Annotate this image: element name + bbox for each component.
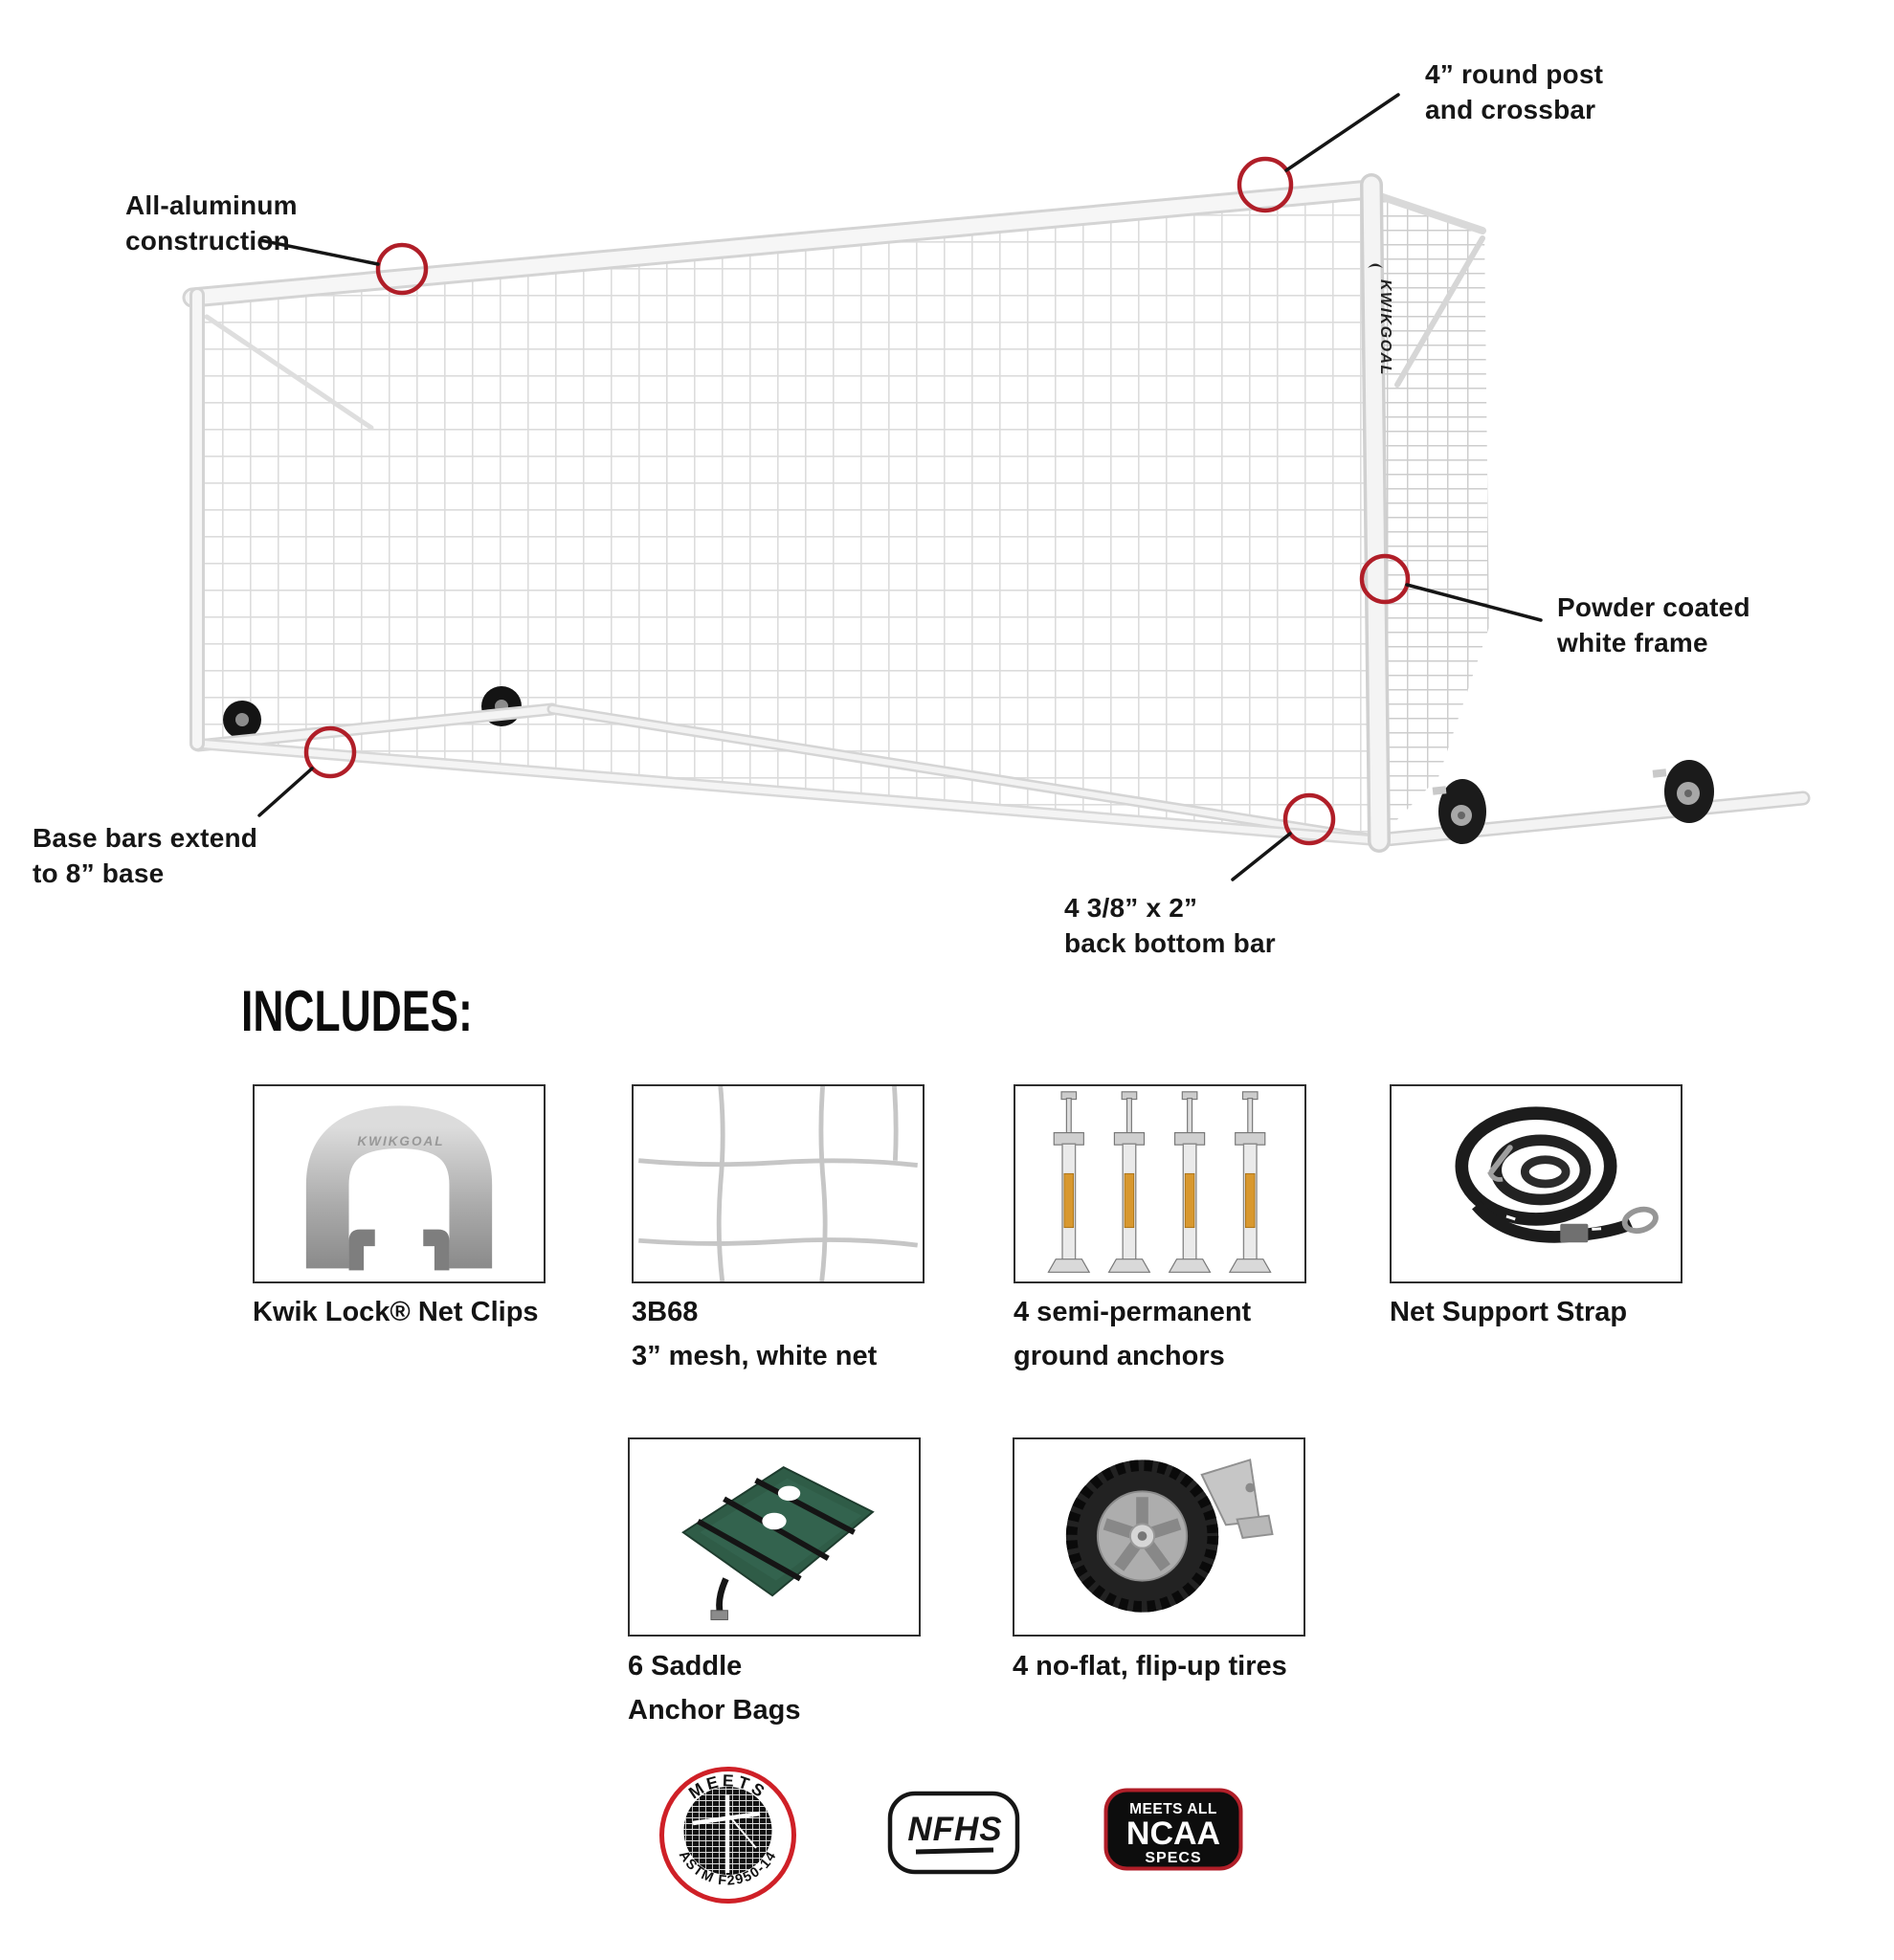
mini-goal-graphic bbox=[692, 1794, 761, 1873]
astm-badge: MEETS ASTM F2950-14 bbox=[658, 1766, 797, 1904]
goal-diagram: KWIKGOAL bbox=[182, 93, 1811, 881]
item-box-net-support-strap bbox=[1390, 1084, 1682, 1283]
left-side-base-bar bbox=[191, 702, 559, 752]
callout-label-round-post: 4” round post and crossbar bbox=[1425, 59, 1604, 124]
caption-flip-up-tires: 4 no-flat, flip-up tires bbox=[1013, 1651, 1287, 1682]
caption-saddle-anchor-bags: 6 Saddle Anchor Bags bbox=[628, 1651, 801, 1726]
item-box-flip-up-tires bbox=[1013, 1437, 1305, 1637]
ncaa-badge-line2: NCAA bbox=[1126, 1815, 1220, 1852]
callout-label-powder-coated: Powder coated white frame bbox=[1557, 592, 1750, 657]
back-bottom-bar bbox=[546, 703, 1380, 845]
callout-label-back-bottom-bar: 4 3/8” x 2” back bottom bar bbox=[1064, 893, 1276, 958]
callout-line-basebar bbox=[257, 767, 314, 817]
net-support-strap-icon bbox=[1455, 1106, 1659, 1243]
callout-circle-powder bbox=[1359, 553, 1411, 605]
flip-up-tire bbox=[1652, 760, 1714, 823]
callout-circle-basebar bbox=[303, 725, 357, 779]
callout-line-aluminum bbox=[258, 238, 380, 266]
item-box-ground-anchors bbox=[1014, 1084, 1306, 1283]
right-post bbox=[1360, 173, 1391, 853]
flip-up-tire-icon bbox=[1065, 1459, 1274, 1613]
goal-side-net bbox=[1371, 190, 1489, 839]
callout-line-backbar bbox=[1231, 832, 1292, 881]
caption-net: 3B68 3” mesh, white net bbox=[632, 1297, 878, 1372]
flip-up-tire bbox=[1432, 779, 1486, 844]
callout-line-post bbox=[1284, 93, 1400, 172]
nfhs-badge: NFHS bbox=[887, 1791, 1020, 1875]
net-mesh-icon bbox=[638, 1086, 919, 1281]
back-diagonal-strut bbox=[1394, 235, 1485, 388]
callout-circle-aluminum bbox=[375, 242, 429, 296]
clip-brand-text: KWIKGOAL bbox=[357, 1134, 444, 1148]
saddle-anchor-bags-icon bbox=[681, 1466, 875, 1620]
includes-heading: INCLUDES: bbox=[241, 979, 473, 1043]
front-bottom-bar bbox=[192, 738, 1381, 846]
kwikgoal-logo: KWIKGOAL bbox=[1368, 263, 1393, 376]
item-box-net bbox=[632, 1084, 925, 1283]
caption-net-support-strap: Net Support Strap bbox=[1390, 1297, 1628, 1327]
caption-net-clips: Kwik Lock® Net Clips bbox=[253, 1297, 539, 1327]
crossbar bbox=[182, 179, 1380, 308]
goal-front-net bbox=[198, 190, 1376, 839]
stowed-flip-up-wheel bbox=[223, 701, 261, 739]
ground-anchors-icon bbox=[1047, 1091, 1272, 1273]
corner-gusset bbox=[204, 314, 374, 431]
ncaa-badge-line3: SPECS bbox=[1145, 1850, 1201, 1866]
ncaa-badge: MEETS ALL NCAA SPECS bbox=[1103, 1788, 1243, 1871]
callout-circle-post bbox=[1237, 156, 1294, 213]
item-box-net-clips: KWIKGOAL bbox=[253, 1084, 546, 1283]
callout-label-all-aluminum: All-aluminum construction bbox=[125, 190, 298, 256]
net-clip-icon: KWIKGOAL bbox=[305, 1105, 493, 1271]
svg-text:KWIKGOAL: KWIKGOAL bbox=[1377, 279, 1393, 376]
item-box-saddle-anchor-bags bbox=[628, 1437, 921, 1637]
caption-ground-anchors: 4 semi-permanent ground anchors bbox=[1014, 1297, 1252, 1372]
back-top-bar bbox=[1368, 189, 1486, 234]
ncaa-badge-line1: MEETS ALL bbox=[1129, 1801, 1217, 1817]
callout-circle-backbar bbox=[1282, 792, 1336, 846]
nfhs-badge-text: NFHS bbox=[907, 1811, 1002, 1848]
callout-label-base-bars: Base bars extend to 8” base bbox=[33, 823, 258, 888]
callout-line-powder bbox=[1405, 583, 1543, 622]
